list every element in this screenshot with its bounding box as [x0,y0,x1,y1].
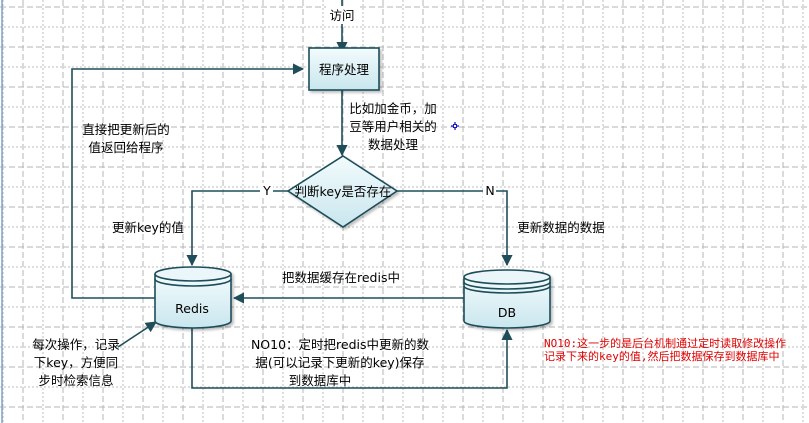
red-annotation: NO10:这一步的是后台机制通过定时读取修改操作 记录下来的key的值,然后把数… [544,336,786,363]
process-note-line-1: 比如加金币，加 [349,101,437,116]
record-note-line-3: 步时检索信息 [38,373,113,388]
db-cylinder-ring-1 [463,281,551,290]
decision-diamond[interactable] [286,155,399,228]
update-key-label: 更新key的值 [112,220,184,235]
red-annotation-line-1: NO10:这一步的是后台机制通过定时读取修改操作 [544,336,786,350]
process-box[interactable] [308,47,380,91]
redis-cylinder-top [154,266,232,282]
edge-decision-to-redis[interactable] [186,190,293,267]
process-note-line-2: 豆等用户相关的 [349,119,437,134]
db-label: DB [498,305,516,320]
process-note-line-3: 数据处理 [368,137,419,152]
no-label: N [485,183,494,198]
record-note-line-1: 每次操作，记录 [32,337,120,352]
db-cylinder-body[interactable] [463,277,551,329]
yes-label: Y [262,183,271,198]
db-node[interactable] [463,269,551,329]
db-cylinder-top [463,269,551,285]
visit-label: 访问 [329,8,354,23]
no-label-bg [483,183,496,198]
crosshair-cursor-icon [451,122,459,130]
sync-note-line-3: 到数据库中 [289,373,352,388]
redis-cylinder-ring [154,278,232,287]
return-note: 直接把更新后的 值返回给程序 [82,122,170,155]
sync-note: NO10：定时把redis中更新的数 据(可以记录下更新的key)保存 到数据库… [251,337,430,388]
cache-note-label: 把数据缓存在redis中 [282,270,400,285]
edge-redis-to-db-sync[interactable] [191,328,513,389]
decision-label: 判断key是否存在 [295,184,392,199]
decision-node[interactable]: 判断key是否存在 [286,155,399,228]
update-data-label: 更新数据的数据 [517,220,605,235]
edge-redis-to-process[interactable] [71,63,305,299]
record-note: 每次操作，记录 下key，方便同 步时检索信息 [32,337,120,388]
connectors [71,0,513,389]
edge-note-to-redis[interactable] [117,321,157,348]
edge-decision-to-db[interactable] [397,190,513,267]
visit-label-bg [326,6,358,24]
yes-label-bg [260,183,273,198]
redis-label: Redis [175,301,209,316]
redis-node[interactable] [154,266,232,329]
db-cylinder-ring-2 [463,285,551,294]
red-annotation-line-2: 记录下来的key的值,然后把数据保存到数据库中 [544,349,780,363]
sync-note-line-2: 据(可以记录下更新的key)保存 [255,355,424,370]
process-note: 比如加金币，加 豆等用户相关的 数据处理 [349,101,437,152]
process-label: 程序处理 [319,62,370,77]
return-note-line-1: 直接把更新后的 [82,122,170,137]
sync-note-line-1: NO10：定时把redis中更新的数 [251,337,430,352]
redis-cylinder-body[interactable] [154,274,232,329]
return-note-line-2: 值返回给程序 [88,140,163,155]
record-note-line-2: 下key，方便同 [34,355,118,370]
process-node[interactable]: 程序处理 [308,47,380,91]
